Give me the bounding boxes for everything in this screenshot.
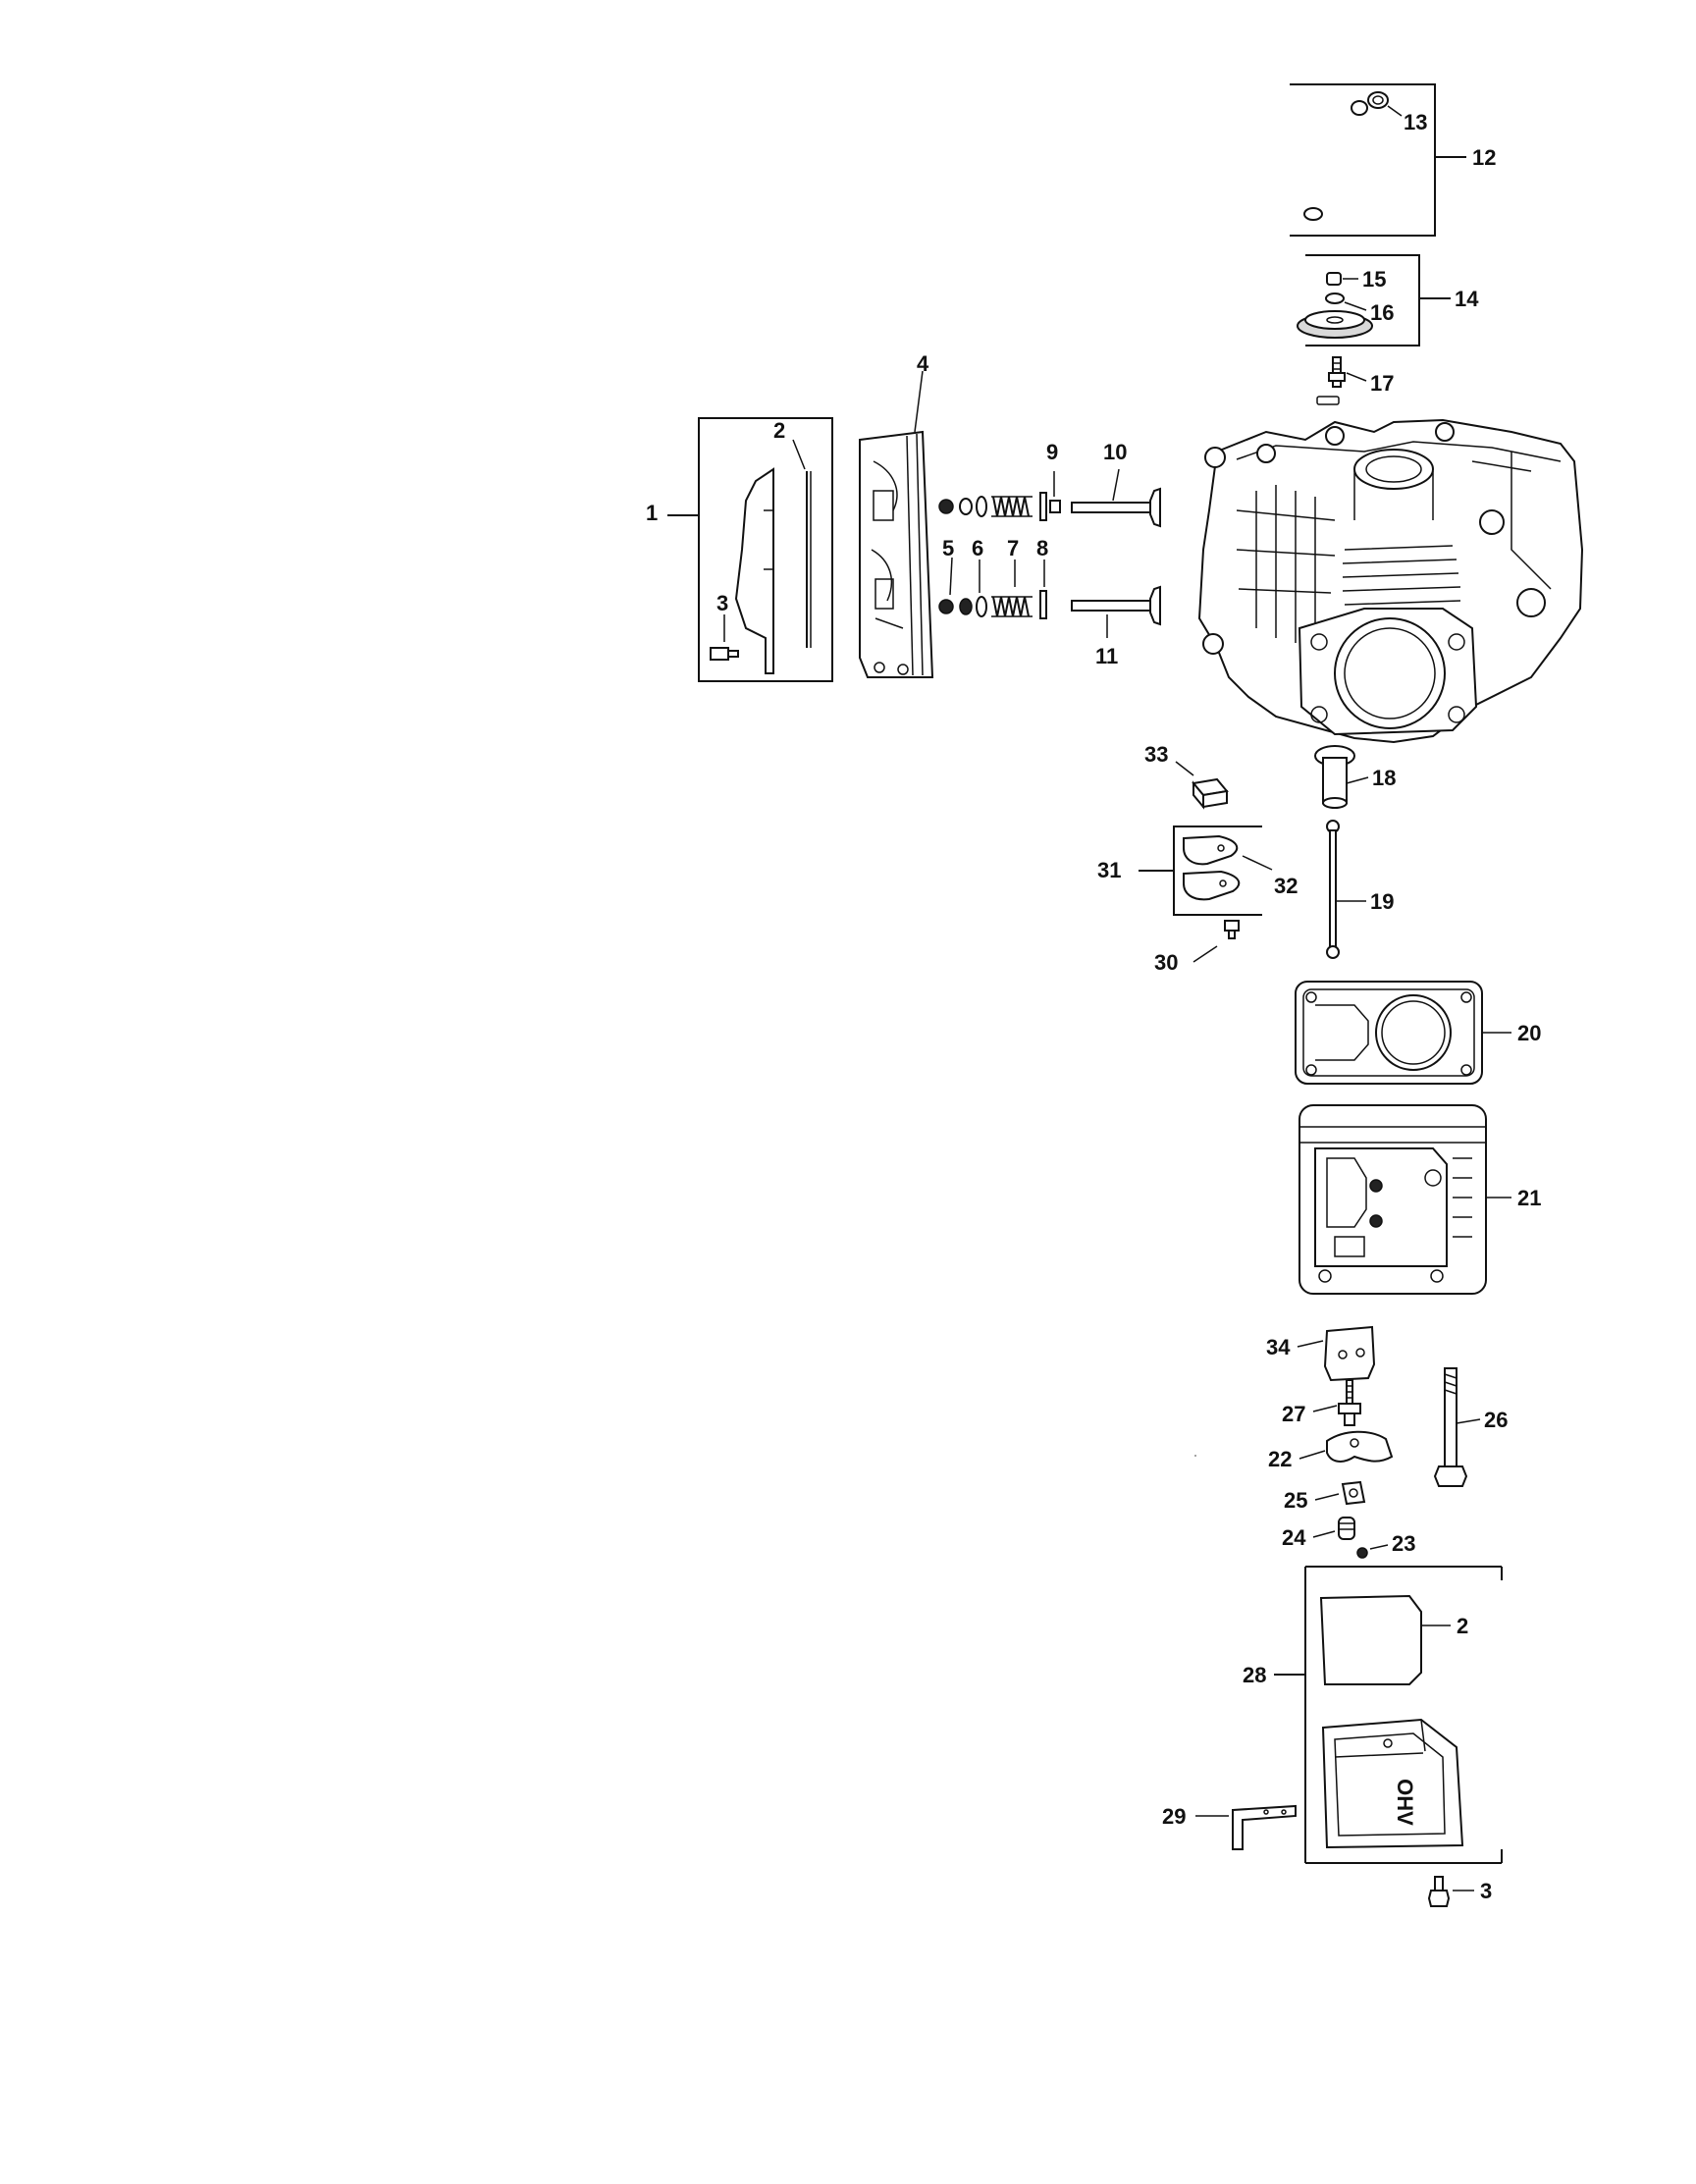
breather-cover-kit (1297, 254, 1451, 346)
callout-14: 14 (1455, 287, 1479, 311)
locknut-icon (1356, 1544, 1389, 1559)
callout-12: 12 (1472, 145, 1496, 170)
hose-clamp-icon (1367, 91, 1389, 109)
callout-1: 1 (646, 501, 658, 525)
callout-7: 7 (1007, 536, 1019, 560)
valve-cover-icon: OHV (1321, 1718, 1464, 1849)
callout-9: 9 (1046, 440, 1058, 464)
callout-25: 25 (1284, 1488, 1307, 1513)
plate-kit (1139, 761, 1273, 963)
exhaust-valve-icon (1071, 585, 1161, 638)
valve-cover-kit: OHV (1274, 1566, 1503, 1864)
callout-3: 3 (716, 591, 728, 615)
callout-13: 13 (1404, 110, 1427, 134)
adjuster-nut-icon (1312, 1517, 1355, 1540)
callout-28: 28 (1243, 1663, 1266, 1687)
callout-6: 6 (972, 536, 983, 560)
callout-2: 2 (773, 418, 785, 443)
valve-train-upper (938, 492, 1061, 521)
callout-10: 10 (1103, 440, 1127, 464)
callout-31: 31 (1097, 858, 1121, 882)
block-icon (1192, 777, 1229, 810)
rocker-bridge-icon (1297, 1325, 1376, 1382)
valve-cover-gasket-icon (1319, 1594, 1422, 1685)
callout-27: 27 (1282, 1402, 1305, 1426)
callout-32: 32 (1274, 874, 1298, 898)
callout-34: 34 (1266, 1335, 1291, 1359)
callout-11: 11 (1095, 644, 1118, 668)
head-bolt-icon (1433, 1367, 1481, 1487)
callout-2b: 2 (1457, 1614, 1468, 1638)
rocker-cover-kit (667, 417, 833, 682)
callout-18: 18 (1372, 766, 1396, 790)
callout-26: 26 (1484, 1408, 1508, 1432)
callout-3b: 3 (1480, 1879, 1492, 1903)
callout-22: 22 (1268, 1447, 1292, 1471)
plate-lower-icon (1183, 870, 1241, 901)
callout-24: 24 (1282, 1525, 1306, 1550)
bracket-icon (1195, 1804, 1297, 1850)
valve-train-lower (938, 590, 1047, 619)
plate-upper-icon (1183, 834, 1239, 866)
breather-hose-kit (1270, 83, 1466, 237)
push-rod-icon (1326, 820, 1366, 959)
callout-33: 33 (1144, 742, 1168, 767)
breather-nut-icon (1326, 272, 1342, 286)
scan-speck (1194, 1455, 1196, 1457)
callout-20: 20 (1517, 1021, 1541, 1045)
cylinder-head-front (1298, 1104, 1511, 1295)
callout-16: 16 (1370, 300, 1394, 325)
bolt-icon (1224, 920, 1240, 939)
valve-cover-text: OHV (1393, 1779, 1417, 1826)
callout-8: 8 (1036, 536, 1048, 560)
rocker-stud-icon (1312, 1379, 1361, 1426)
breather-plate-icon (1297, 310, 1373, 339)
crankcase-block (1197, 418, 1584, 744)
cover-bolt-lower-icon (1427, 1876, 1474, 1907)
callout-29: 29 (1162, 1804, 1186, 1829)
cylinder-head-side (859, 370, 934, 678)
tappet-icon (1314, 745, 1369, 809)
pivot-icon (1314, 1480, 1366, 1506)
rocker-arm-icon (1298, 1430, 1394, 1463)
callout-15: 15 (1362, 267, 1386, 292)
callout-23: 23 (1392, 1531, 1415, 1556)
intake-valve-icon (1071, 468, 1161, 528)
callout-19: 19 (1370, 889, 1394, 914)
callout-labels: 1 2 3 4 5 6 7 8 9 10 11 12 13 14 15 16 1… (646, 110, 1541, 1903)
callout-21: 21 (1517, 1186, 1541, 1210)
callout-17: 17 (1370, 371, 1394, 396)
callout-5: 5 (942, 536, 954, 560)
callout-4: 4 (917, 351, 929, 376)
callout-30: 30 (1154, 950, 1178, 975)
head-gasket-icon (1295, 981, 1511, 1085)
cover-bolt-icon (710, 647, 739, 661)
